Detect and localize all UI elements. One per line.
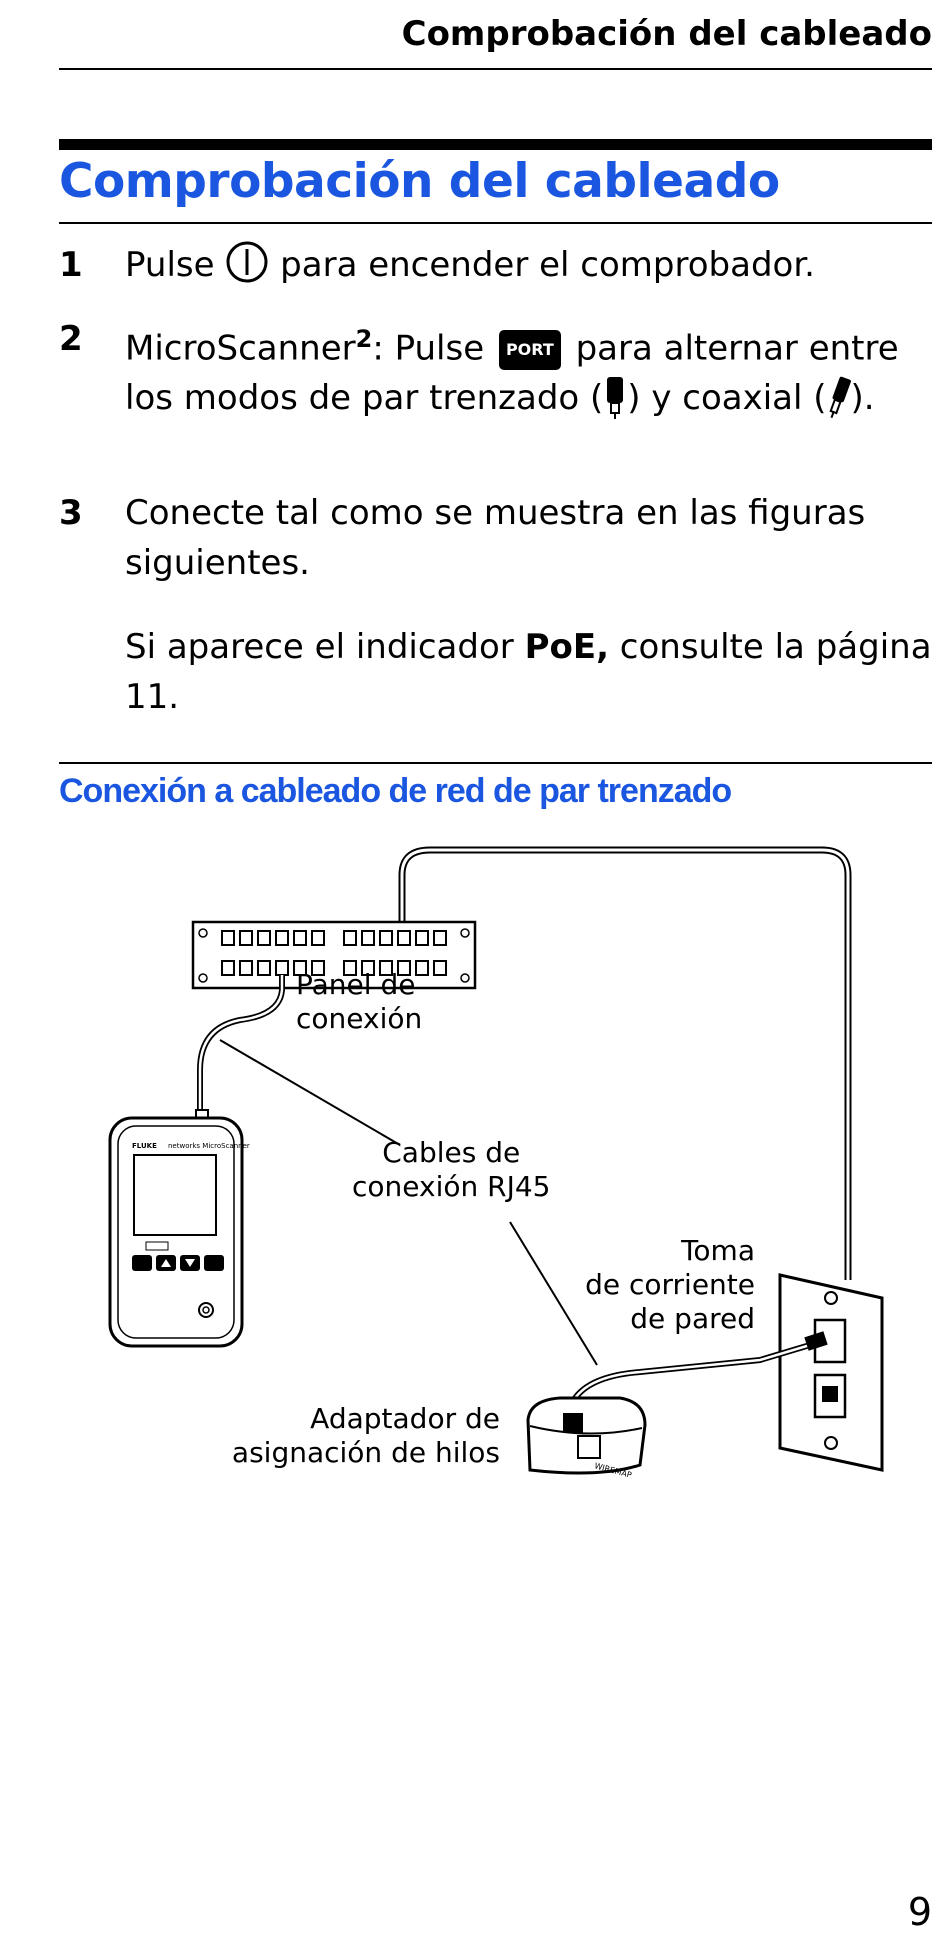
step-text-before: Pulse xyxy=(125,245,215,285)
title-rule xyxy=(59,222,932,224)
step-text-after: para encender el comprobador. xyxy=(280,245,815,285)
svg-text:networks MicroScanner: networks MicroScanner xyxy=(168,1142,250,1150)
leader-line-adapter xyxy=(509,1221,598,1366)
step-number: 3 xyxy=(59,493,83,533)
step-text-a: para alternar entre los modos de par tre… xyxy=(125,328,899,419)
connection-figure: FLUKE networks MicroScanner xyxy=(0,830,950,1530)
step-text: MicroScanner2: Pulse PORT para alternar … xyxy=(125,314,932,423)
running-header: Comprobación del cableado xyxy=(401,14,932,54)
subsection-rule xyxy=(59,762,932,764)
label-line: de pared xyxy=(630,1302,755,1335)
step-number: 2 xyxy=(59,319,83,359)
step-text: Pulse para encender el comprobador. xyxy=(125,240,932,290)
step-text-mid: : Pulse xyxy=(372,328,485,369)
step-text-c: ). xyxy=(850,378,875,419)
twisted-pair-plug-icon xyxy=(607,377,624,420)
power-button-icon xyxy=(226,241,268,283)
label-line: de corriente xyxy=(585,1268,755,1301)
label-line: Cables de xyxy=(382,1136,521,1169)
tester-patch-cable xyxy=(197,975,285,1115)
section-title: Comprobación del cableado xyxy=(59,154,780,209)
section-rule xyxy=(59,139,932,150)
wall-outlet-label: Toma de corriente de pared xyxy=(585,1234,755,1336)
header-rule xyxy=(59,68,932,70)
note-text-before: Si aparece el indicador xyxy=(125,627,514,667)
note-text-after: consulte la página 11. xyxy=(125,627,932,717)
patch-cables-label: Cables de conexión RJ45 xyxy=(352,1136,550,1204)
page-number: 9 xyxy=(907,1890,932,1934)
label-line: conexión xyxy=(296,1002,423,1035)
connection-diagram: FLUKE networks MicroScanner xyxy=(108,846,884,1480)
leader-line-cables xyxy=(219,1039,401,1146)
product-superscript: 2 xyxy=(355,325,373,353)
patch-panel-icon xyxy=(191,920,477,990)
svg-text:FLUKE: FLUKE xyxy=(132,1142,157,1150)
label-line: Toma xyxy=(681,1234,755,1267)
note-poe-indicator: PoE, xyxy=(524,627,609,667)
microscanner-device-icon: FLUKE networks MicroScanner xyxy=(108,1109,250,1348)
step-text: Conecte tal como se muestra en las figur… xyxy=(125,493,866,583)
step-number: 1 xyxy=(59,245,83,285)
product-name: MicroScanner xyxy=(125,328,356,369)
subsection-title: Conexión a cableado de red de par trenza… xyxy=(59,772,732,810)
patch-panel-to-wall-cable xyxy=(398,846,852,1280)
wall-outlet-icon xyxy=(778,1273,884,1472)
poe-note: Si aparece el indicador PoE, consulte la… xyxy=(125,622,932,722)
port-key-icon: PORT xyxy=(498,330,561,371)
label-line: conexión RJ45 xyxy=(352,1170,551,1203)
wiremap-adapter-icon: WIREMAP xyxy=(526,1396,647,1480)
patch-panel-label: Panel de conexión xyxy=(296,968,422,1036)
label-line: Adaptador de xyxy=(310,1402,500,1435)
label-line: asignación de hilos xyxy=(231,1436,500,1469)
coax-plug-icon xyxy=(828,377,851,419)
step-text-b: ) y coaxial ( xyxy=(627,378,827,419)
wiremap-adapter-label: Adaptador de asignación de hilos xyxy=(232,1402,500,1470)
label-line: Panel de xyxy=(296,968,416,1001)
